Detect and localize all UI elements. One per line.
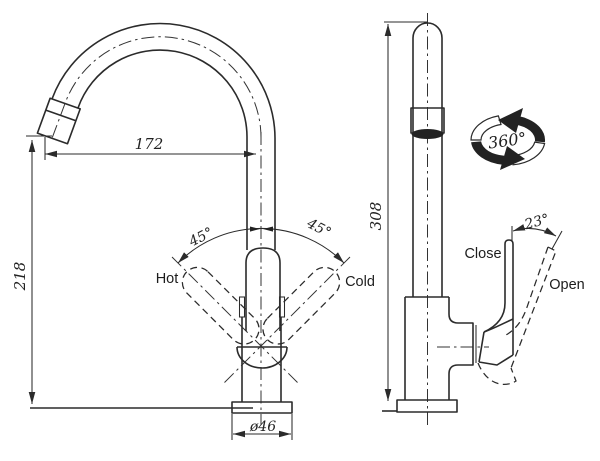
dim218-text: 218	[11, 262, 29, 292]
dim23-arc	[512, 224, 557, 237]
rotation-360-symbol: 360°	[470, 108, 546, 170]
close-label: Close	[464, 246, 501, 262]
rotation-360-text: 360°	[487, 128, 528, 152]
arc-center-tick-left	[250, 226, 260, 232]
angle-label-right: 45°	[303, 215, 333, 241]
open-label: Open	[549, 277, 584, 293]
dim46-text: ø46	[249, 419, 276, 435]
angle-label-left: 45°	[186, 225, 216, 251]
seal-ring	[411, 129, 444, 139]
side-view: 23° Close Open 308 360°	[367, 13, 585, 425]
dim308-text: 308	[367, 202, 385, 231]
rotation-arrow-top-head	[498, 108, 523, 133]
body-column	[241, 317, 282, 402]
side-body	[404, 296, 474, 400]
lever-handle-side-open-dashed	[477, 246, 557, 385]
hot-label: Hot	[156, 271, 179, 287]
lever-handle-front	[245, 247, 281, 331]
handle-swing-arc	[177, 228, 345, 264]
spout-outer-arc	[51, 22, 276, 139]
spout-nozzle	[36, 97, 81, 145]
rotation-arrow-bottom-head	[500, 146, 525, 170]
spout-centerline	[50, 36, 262, 142]
cold-handle-centerline	[223, 256, 351, 384]
handle-position-cold-dashed	[262, 266, 341, 345]
rotation-arrow-bottom-band	[471, 141, 505, 165]
dim46-extension-lines	[231, 414, 293, 440]
rotation-band-top-left	[470, 115, 502, 141]
dim172-text: 172	[135, 135, 164, 153]
cap-dome	[236, 346, 288, 369]
lever-handle-side-close	[478, 239, 514, 366]
side-pipe	[412, 22, 443, 297]
arc-center-tick-right	[263, 226, 273, 232]
rotation-arrow-top-band	[515, 115, 546, 143]
spout-inner-arc	[77, 49, 248, 139]
front-view: 45° 45° Hot Cold 172 218 ø46	[11, 22, 375, 440]
dim23-extension-slanted	[551, 230, 563, 250]
base-flange-side	[396, 399, 458, 413]
cold-label: Cold	[345, 274, 375, 290]
hot-handle-centerline	[171, 256, 299, 384]
handle-position-hot-dashed	[181, 266, 260, 345]
dim23-text: 23°	[522, 211, 551, 233]
